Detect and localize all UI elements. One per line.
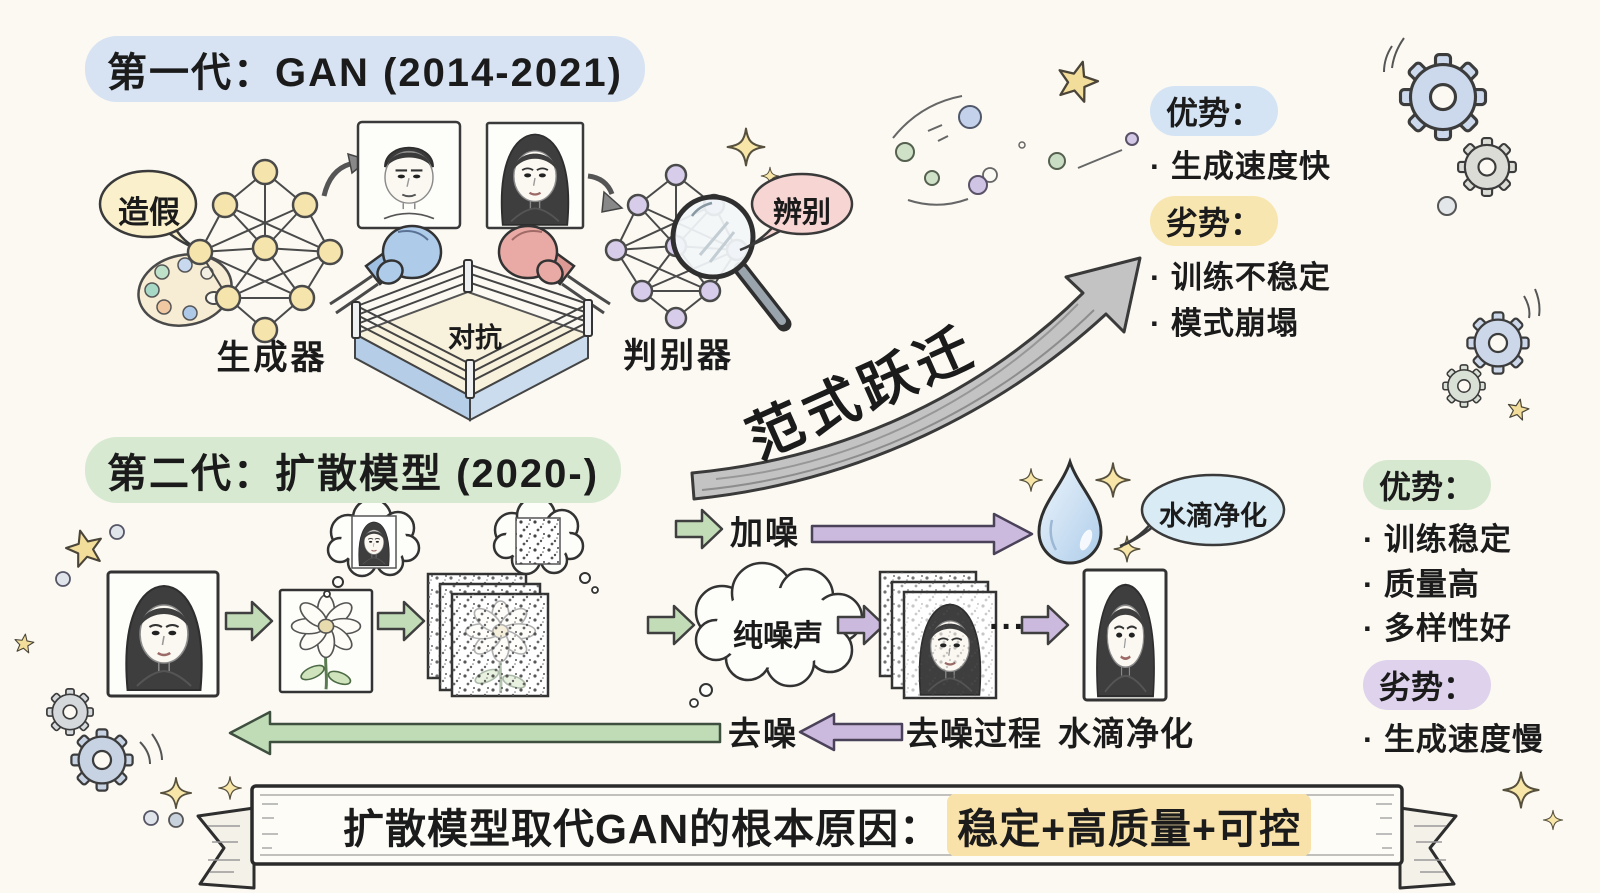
generated-woman-image (485, 121, 585, 230)
denoise-label: 去噪 (728, 715, 798, 752)
gan-cons-item: · 训练不稳定 (1150, 260, 1331, 295)
water-drop-icon (1037, 457, 1103, 565)
gan-cons-title: 劣势： (1150, 196, 1279, 246)
green-arrow-3 (646, 604, 696, 646)
gan-pros-item: · 生成速度快 (1150, 149, 1331, 184)
red-boxing-glove (497, 224, 611, 315)
purple-arrow-2 (1020, 604, 1070, 646)
discriminator-label: 判别器 (623, 337, 734, 375)
gen1-title-badge: 第一代：GAN (2014-2021) (85, 36, 645, 102)
pure-noise-cloud (689, 561, 864, 708)
denoise-process-label: 去噪过程 (906, 715, 1042, 752)
pure-noise-label: 纯噪声 (733, 620, 823, 653)
gen2-title-badge: 第二代：扩散模型 (2020-) (85, 437, 622, 503)
purple-arrow-denoise (798, 712, 904, 752)
gears-right-middle (1442, 288, 1541, 422)
diffusion-output-image (1082, 568, 1168, 702)
discriminate-bubble-label: 辨别 (772, 197, 831, 229)
gan-pros-title: 优势： (1150, 86, 1279, 136)
green-arrow-1 (224, 600, 274, 642)
fake-speech-bubble (98, 169, 207, 254)
sparkles-banner (143, 771, 1564, 831)
banner-highlight: 稳定+高质量+可控 (947, 794, 1311, 856)
green-arrow-add-noise (674, 508, 724, 550)
fake-bubble-label: 造假 (118, 195, 180, 230)
paradigm-shift-arrow (690, 256, 1142, 501)
banner: 扩散模型取代GAN的根本原因：稳定+高质量+可控 (252, 786, 1402, 864)
diff-pros-title: 优势： (1363, 460, 1492, 510)
sparkle-dots-field (892, 55, 1139, 206)
diff-pros-item: · 多样性好 (1363, 611, 1512, 646)
purify-speech-bubble (1119, 473, 1286, 548)
gears-top-right (1383, 37, 1517, 216)
diff-cons-item: · 生成速度慢 (1363, 722, 1544, 757)
noisy-image-stack (426, 572, 550, 698)
ellipsis-label: ··· (989, 608, 1026, 646)
generator-label: 生成器 (216, 339, 328, 377)
water-purify-label: 水滴净化 (1058, 715, 1194, 752)
diff-cons-title: 劣势： (1363, 660, 1492, 710)
flower-image (278, 588, 374, 694)
generated-man-image (356, 120, 462, 230)
generator-network (186, 158, 344, 344)
gears-bottom-left (46, 688, 184, 828)
magnifier-icon (670, 194, 792, 332)
blue-boxing-glove (329, 224, 443, 315)
banner-prefix: 扩散模型取代GAN的根本原因： (343, 806, 942, 852)
denoising-image-stack (878, 570, 998, 700)
diff-pros-item: · 质量高 (1363, 567, 1480, 602)
green-arrow-denoise-long (228, 710, 722, 756)
discriminate-speech-bubble (739, 172, 854, 252)
purple-arrow-long (810, 512, 1034, 556)
diffusion-input-image (106, 570, 220, 698)
diff-pros-item: · 训练稳定 (1363, 522, 1512, 557)
add-noise-label: 加噪 (730, 514, 800, 551)
adversarial-label: 对抗 (448, 323, 502, 353)
green-arrow-2 (376, 600, 426, 642)
thought-bubble-noise (492, 495, 599, 594)
purify-bubble-label: 水滴净化 (1159, 501, 1267, 531)
arrow-image-to-discriminator (587, 173, 624, 213)
sparkles-left (12, 524, 125, 654)
sparkles-discriminator (726, 127, 780, 186)
thought-bubble-face (323, 497, 421, 598)
gan-cons-item: · 模式崩塌 (1150, 306, 1299, 341)
boxing-ring (351, 259, 593, 422)
